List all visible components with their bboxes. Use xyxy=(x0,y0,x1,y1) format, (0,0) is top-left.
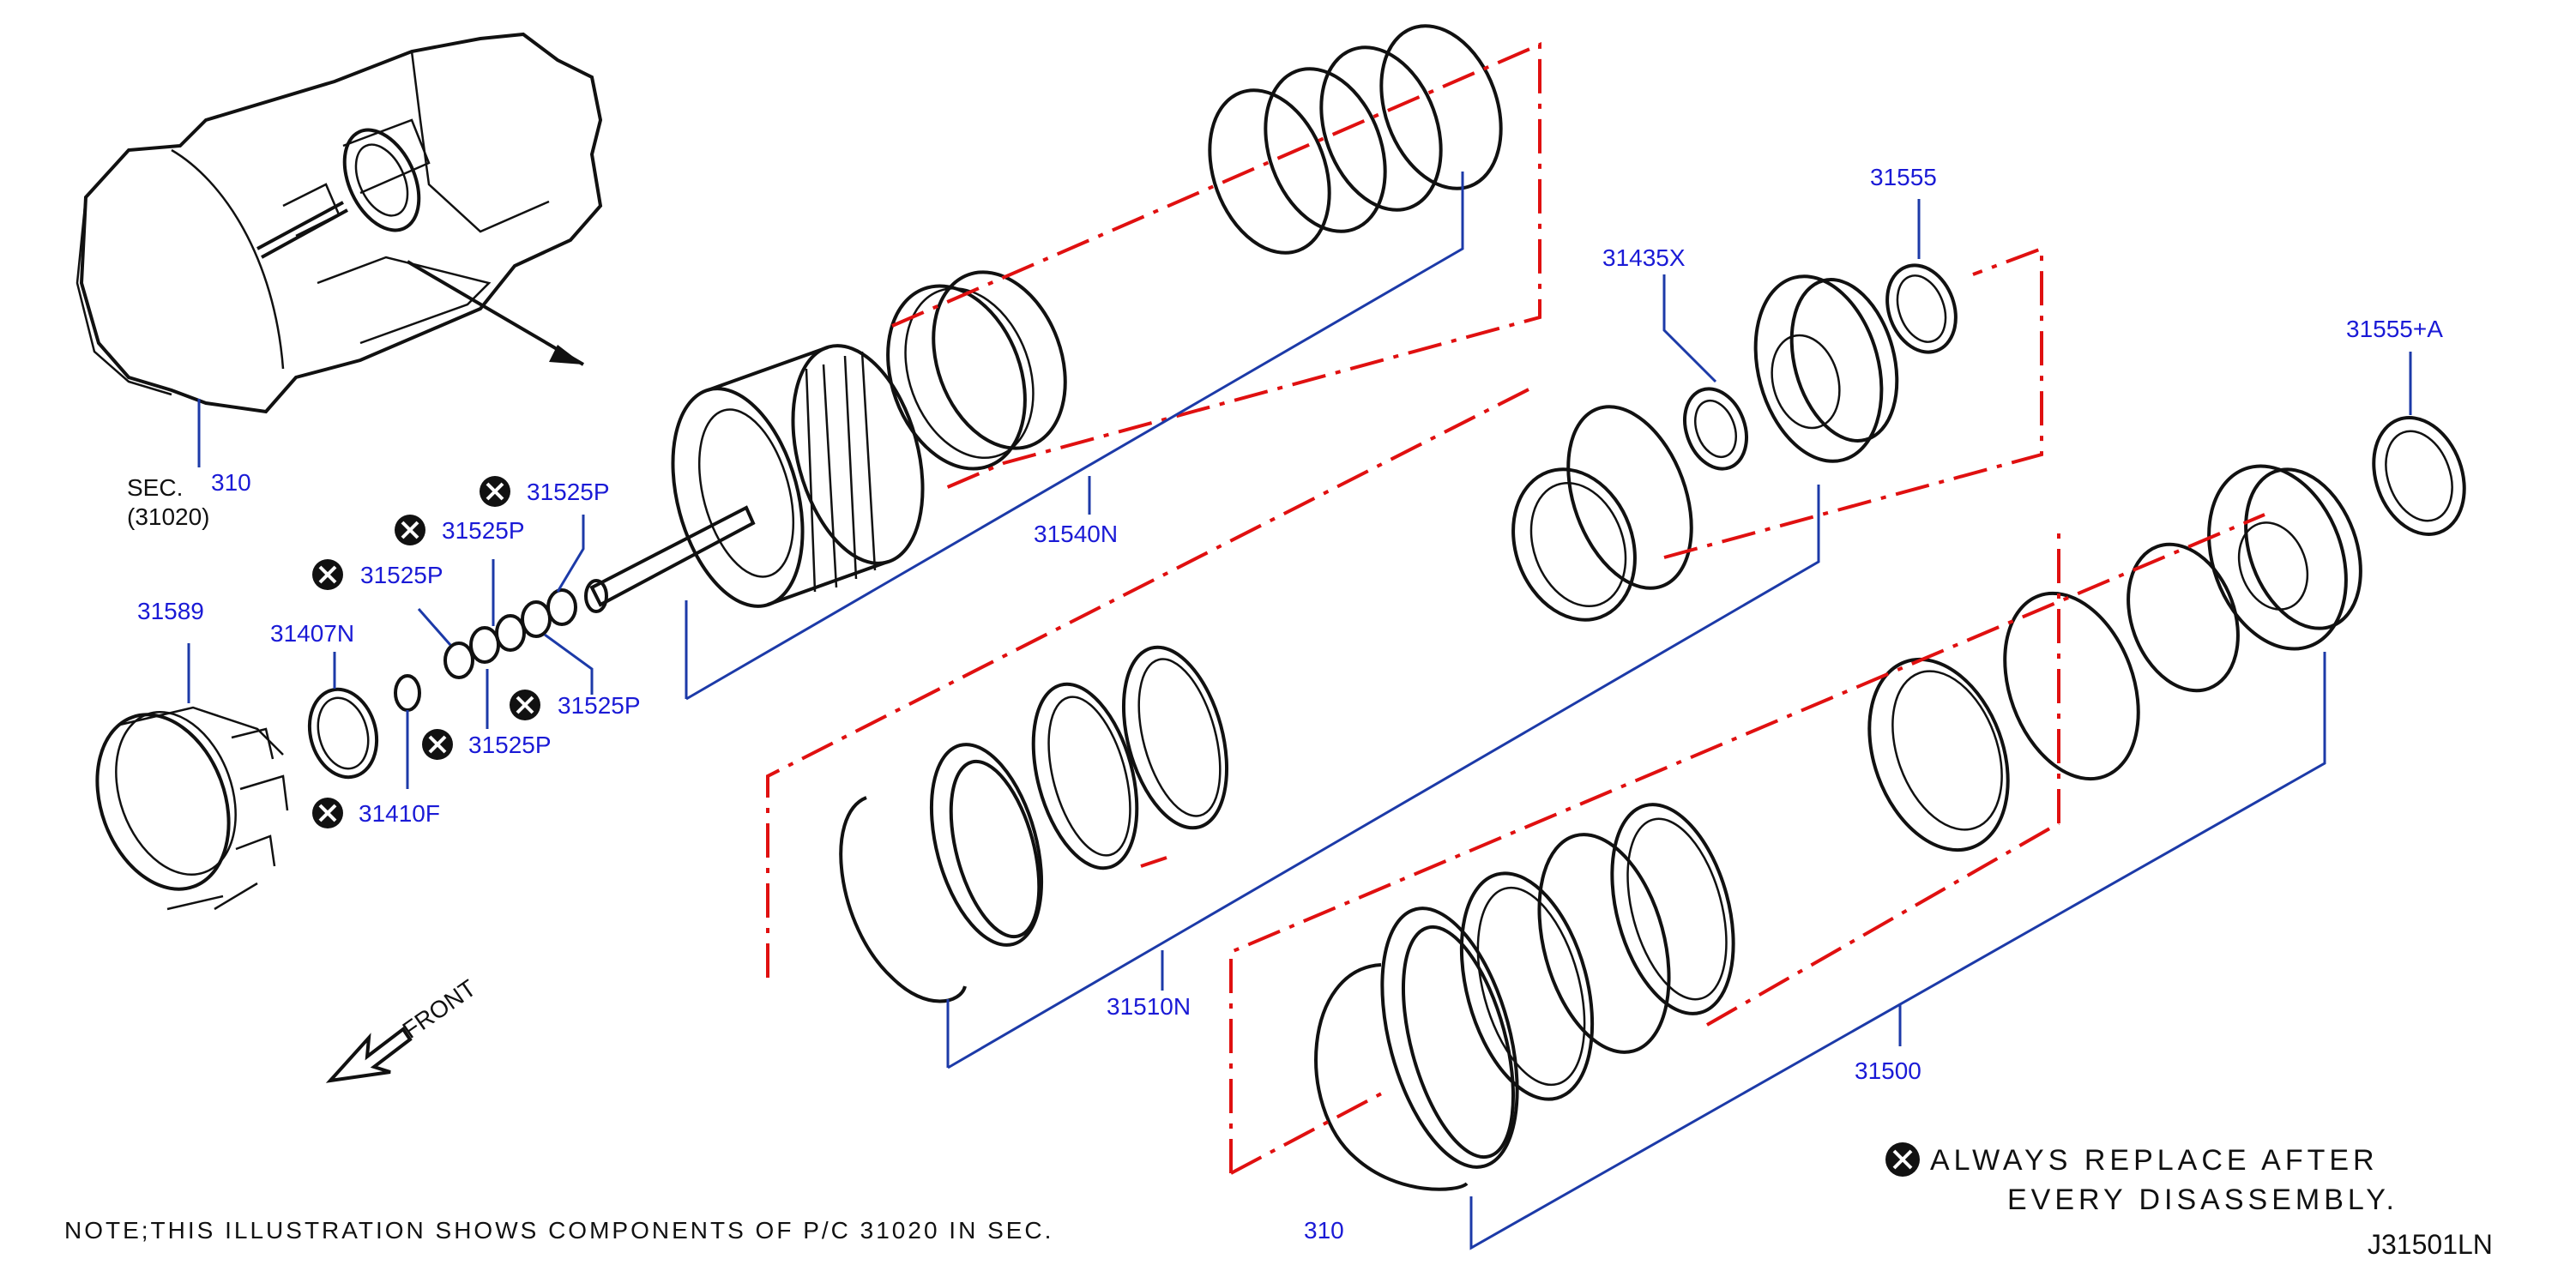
callout-31589[interactable]: 31589 xyxy=(137,598,204,624)
clutch-plates-31510N xyxy=(839,274,1899,1068)
callout-31407N[interactable]: 31407N xyxy=(270,620,354,647)
clutch-drum-with-shaft xyxy=(584,344,925,699)
replace-mark-31525P-d xyxy=(510,690,540,720)
part-31555-bearing xyxy=(1885,199,1958,354)
callout-31540N[interactable]: 31540N xyxy=(1034,521,1118,547)
replace-mark-31410F xyxy=(312,798,343,828)
note-ref-link[interactable]: 310 xyxy=(1304,1217,1344,1244)
note-text: NOTE;THIS ILLUSTRATION SHOWS COMPONENTS … xyxy=(64,1217,1053,1244)
part-31435X-thrust-washer xyxy=(1662,274,1717,383)
leader-31500 xyxy=(1469,652,2326,1250)
replace-mark-legend xyxy=(1885,1142,1920,1177)
leader-31510N xyxy=(947,485,1820,1069)
callout-31525P-c[interactable]: 31525P xyxy=(360,562,443,588)
legend-line-2: EVERY DISASSEMBLY. xyxy=(2007,1184,2398,1216)
clutch-plates-31540N xyxy=(886,24,1503,471)
front-direction-arrow xyxy=(325,1027,413,1083)
part-31407N-ring xyxy=(307,652,379,780)
replace-mark-31525P-a xyxy=(480,476,510,507)
front-label: FRONT xyxy=(398,974,481,1044)
diagram-id: J31501LN xyxy=(2368,1229,2493,1260)
callout-31555[interactable]: 31555 xyxy=(1870,164,1937,190)
section-sub-label: (31020) xyxy=(127,503,210,530)
callout-31525P-e[interactable]: 31525P xyxy=(468,732,552,758)
transmission-assembly-drawing xyxy=(75,32,603,467)
leader-31540N xyxy=(685,172,1464,701)
callout-31410F[interactable]: 31410F xyxy=(359,800,440,827)
section-ref-link[interactable]: 310 xyxy=(211,469,251,496)
legend-line-1: ALWAYS REPLACE AFTER xyxy=(1930,1144,2379,1177)
callout-31500[interactable]: 31500 xyxy=(1855,1057,1921,1084)
part-31410F-seal xyxy=(394,674,421,789)
group-outline-31510N xyxy=(766,246,2043,978)
clutch-plates-31500 xyxy=(1314,464,2362,1191)
replace-mark-31525P-e xyxy=(422,729,453,760)
callout-31435X[interactable]: 31435X xyxy=(1602,244,1686,271)
callout-31510N[interactable]: 31510N xyxy=(1107,993,1191,1020)
callout-31525P-a[interactable]: 31525P xyxy=(527,479,610,505)
part-31525P-seal-rings xyxy=(417,515,594,729)
section-label: SEC. xyxy=(127,474,183,501)
part-31589-drum xyxy=(95,643,289,911)
group-outline-31500 xyxy=(1229,513,2265,1175)
part-31555A-needle-bearing xyxy=(2372,352,2466,536)
callout-31555A[interactable]: 31555+A xyxy=(2346,316,2443,342)
replace-mark-31525P-b xyxy=(395,515,425,545)
callout-31525P-b[interactable]: 31525P xyxy=(442,517,525,544)
callout-31525P-d[interactable]: 31525P xyxy=(558,692,641,719)
replace-mark-31525P-c xyxy=(312,559,343,590)
group-outline-31540N xyxy=(891,41,1541,491)
